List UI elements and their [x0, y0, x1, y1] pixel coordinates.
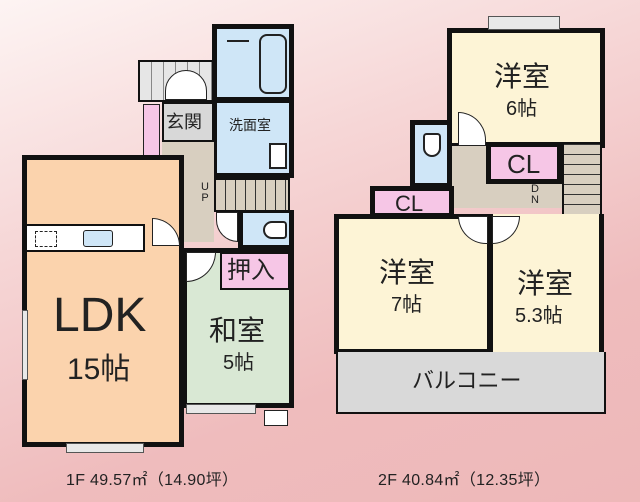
sink-icon [269, 143, 287, 169]
washitsu-window-bottom [186, 404, 256, 414]
stairs-down [562, 142, 602, 216]
genkan-label: 玄関 [166, 112, 202, 132]
room-yoshitsu-53: 洋室 5.3帖 [488, 214, 604, 372]
toilet-door-icon [216, 212, 238, 242]
balcony-label: バルコニー [412, 368, 522, 393]
room-toilet-2f [410, 120, 452, 188]
stairs-up-label: U P [201, 181, 209, 204]
entrance-closet [143, 104, 160, 156]
yoshitsu-53-size: 5.3帖 [515, 305, 563, 327]
ldk-window-bottom [66, 443, 144, 453]
yoshitsu-6-size: 6帖 [506, 98, 538, 120]
stove-icon [35, 231, 57, 247]
yoshitsu-7-label: 洋室 [379, 257, 436, 288]
kitchen-counter [27, 224, 145, 252]
ldk-size: 15帖 [67, 353, 131, 386]
oshiire-label: 押入 [227, 257, 275, 284]
stairs-up [214, 178, 290, 212]
floor2-caption: 2F 40.84㎡（12.35坪） [378, 472, 551, 489]
room-genkan: 玄関 [162, 102, 214, 142]
room-bath [212, 24, 294, 102]
room-balcony: バルコニー [336, 352, 606, 414]
stairs-down-label: D N [531, 183, 539, 206]
entrance-door-icon [165, 70, 207, 100]
ldk-label: LDK [53, 289, 147, 342]
yoshitsu-6-window [488, 16, 560, 30]
room-senmenjo: 洗面室 [212, 100, 294, 178]
room-oshiire: 押入 [220, 252, 290, 290]
closet-b-label: CL [395, 191, 424, 216]
yoshitsu-53-label: 洋室 [517, 268, 574, 299]
ldk-window-left [22, 310, 28, 380]
toilet-icon [263, 221, 287, 239]
yoshitsu-7-size: 7帖 [391, 294, 423, 316]
yoshitsu-6-label: 洋室 [494, 61, 551, 92]
toilet-icon [423, 133, 441, 157]
senmenjo-label: 洗面室 [229, 117, 271, 133]
kitchen-sink-icon [83, 230, 113, 247]
washitsu-size: 5帖 [223, 352, 255, 374]
room-yoshitsu-7: 洋室 7帖 [334, 214, 492, 354]
outdoor-unit [264, 410, 288, 426]
bathtub-icon [259, 34, 287, 94]
room-closet-a: CL [486, 142, 562, 184]
room-toilet-1f [238, 210, 294, 250]
closet-a-label: CL [507, 149, 541, 179]
floor1-caption: 1F 49.57㎡（14.90坪） [66, 472, 239, 489]
shower-icon [227, 34, 249, 42]
washitsu-label: 和室 [209, 315, 266, 346]
room-ldk: LDK 15帖 [22, 155, 184, 447]
